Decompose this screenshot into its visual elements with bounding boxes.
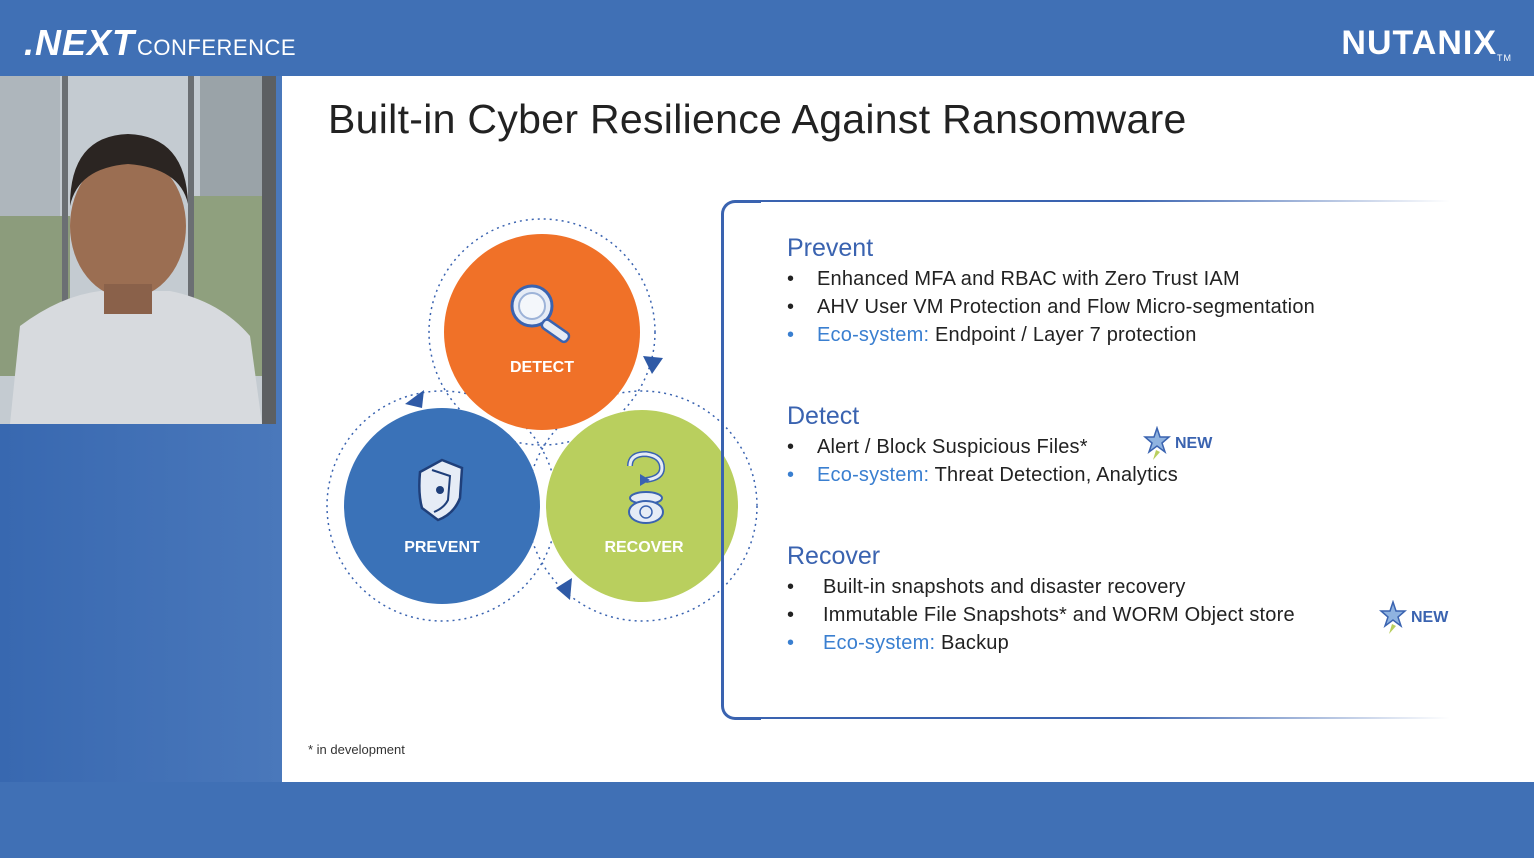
recover-item-2-text: Immutable File Snapshots* and WORM Objec…: [823, 604, 1295, 626]
event-logo-sub: CONFERENCE: [137, 35, 297, 60]
header-bar: [0, 0, 1534, 76]
prevent-heading: Prevent: [787, 234, 874, 262]
recover-eco-text: Backup: [941, 632, 1009, 654]
bullet-dot: •: [787, 604, 795, 626]
detect-item-1-text: Alert / Block Suspicious Files*: [817, 436, 1088, 458]
brand-tm: TM: [1497, 53, 1512, 63]
prevent-eco-label: Eco-system:: [817, 324, 930, 346]
bullet-dot: •: [787, 436, 795, 458]
new-badge-text: NEW: [1411, 609, 1449, 626]
footer-bar: [0, 782, 1534, 858]
recover-label: RECOVER: [604, 539, 684, 556]
brand-logo: NUTANIXTM: [1341, 24, 1512, 63]
bullet-dot: •: [787, 576, 795, 598]
event-logo: .NEXTCONFERENCE: [24, 22, 296, 64]
recover-item-1-text: Built-in snapshots and disaster recovery: [823, 576, 1186, 598]
footnote: * in development: [308, 742, 405, 757]
prevent-item-1: • Enhanced MFA and RBAC with Zero Trust I…: [787, 268, 1240, 291]
prevent-label: PREVENT: [404, 539, 480, 556]
bullet-dot: •: [787, 324, 795, 346]
prevent-item-1-text: Enhanced MFA and RBAC with Zero Trust IA…: [817, 268, 1240, 290]
info-box-bottom-border: [735, 717, 1450, 719]
arrow-detect-to-recover: [643, 356, 663, 374]
bullet-dot: •: [787, 464, 795, 486]
detect-eco-item: • Eco-system: Threat Detection, Analytics: [787, 464, 1178, 487]
star-icon: [1379, 600, 1407, 634]
recover-item-1: • Built-in snapshots and disaster recover…: [787, 576, 1186, 599]
restore-disk-icon: [627, 450, 666, 524]
recover-new-badge: NEW: [1379, 600, 1448, 636]
arrow-recover-to-prevent: [556, 578, 572, 600]
new-badge-text: NEW: [1175, 435, 1213, 452]
detect-label: DETECT: [510, 359, 574, 376]
speaker-video: [0, 76, 276, 424]
detect-circle: [444, 234, 640, 430]
shield-icon: [418, 458, 464, 522]
recover-eco-item: • Eco-system: Backup: [787, 632, 1009, 655]
detect-new-badge: NEW: [1143, 426, 1212, 462]
event-logo-main: .NEXT: [24, 22, 136, 63]
prevent-eco-text: Endpoint / Layer 7 protection: [935, 324, 1197, 346]
detect-item-1: • Alert / Block Suspicious Files*: [787, 436, 1088, 459]
recover-item-2: • Immutable File Snapshots* and WORM Obje…: [787, 604, 1295, 627]
info-box-top-border: [735, 200, 1450, 202]
info-box-frame: [721, 200, 761, 720]
detect-eco-label: Eco-system:: [817, 464, 930, 486]
slide-title: Built-in Cyber Resilience Against Ransom…: [328, 96, 1187, 142]
recover-heading: Recover: [787, 542, 881, 570]
bullet-dot: •: [787, 296, 795, 318]
detect-heading: Detect: [787, 402, 860, 430]
resilience-cycle-diagram: DETECT PREVENT RECOVER: [326, 218, 758, 622]
brand-name: NUTANIX: [1341, 24, 1497, 62]
prevent-eco-item: • Eco-system: Endpoint / Layer 7 protecti…: [787, 324, 1197, 347]
prevent-item-2-text: AHV User VM Protection and Flow Micro-se…: [817, 296, 1315, 318]
bullet-dot: •: [787, 632, 795, 654]
speaker-video-image: [0, 76, 276, 424]
detect-ring: [428, 218, 656, 446]
prevent-item-2: • AHV User VM Protection and Flow Micro-s…: [787, 296, 1315, 319]
magnifier-icon: [510, 284, 571, 344]
recover-eco-label: Eco-system:: [823, 632, 936, 654]
detect-eco-text: Threat Detection, Analytics: [934, 464, 1178, 486]
star-icon: [1143, 426, 1171, 460]
arrow-prevent-to-detect: [405, 390, 424, 408]
bullet-dot: •: [787, 268, 795, 290]
